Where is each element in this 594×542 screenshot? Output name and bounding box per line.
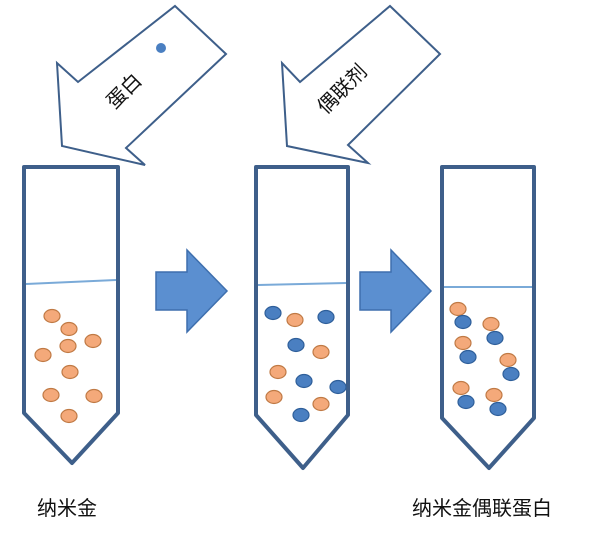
gold-particle <box>312 396 330 412</box>
gold-particle <box>265 389 283 405</box>
protein-particle <box>264 305 282 321</box>
transition-arrow-1 <box>155 248 229 334</box>
gold-particle <box>454 335 472 351</box>
gold-particle <box>499 352 517 368</box>
protein-particle <box>489 401 507 417</box>
gold-particle <box>84 333 102 349</box>
gold-particle <box>85 388 103 404</box>
tube-3 <box>440 165 536 470</box>
protein-particle <box>292 407 310 423</box>
transition-arrow-2 <box>359 248 433 334</box>
protein-particle <box>459 349 477 365</box>
gold-particle <box>482 316 500 332</box>
protein-particle <box>287 337 305 353</box>
input-arrow-protein: 蛋白 <box>55 4 228 166</box>
caption-nanogold: 纳米金 <box>37 496 97 520</box>
protein-dot-icon <box>156 43 166 53</box>
input-arrow-coupler: 偶联剂 <box>280 4 442 165</box>
protein-particle <box>295 373 313 389</box>
gold-particle <box>452 380 470 396</box>
gold-particle <box>59 338 77 354</box>
protein-particle <box>454 314 472 330</box>
tube-1-particles <box>34 308 103 424</box>
gold-particle <box>60 321 78 337</box>
input-arrow-shape-protein <box>55 4 228 166</box>
gold-particle <box>286 312 304 328</box>
gold-particle <box>61 364 79 380</box>
protein-particle <box>502 366 520 382</box>
input-arrow-shape-coupler <box>280 4 442 165</box>
tube-2 <box>254 165 350 470</box>
caption-nanogold-coupled-protein: 纳米金偶联蛋白 <box>412 496 552 520</box>
tube-3-particles <box>449 301 520 417</box>
gold-particle <box>42 387 60 403</box>
protein-particle <box>457 394 475 410</box>
gold-particle <box>34 347 52 363</box>
gold-particle <box>269 364 287 380</box>
gold-particle <box>449 301 467 317</box>
tube-2-liquid-line <box>257 282 347 286</box>
protein-particle <box>486 330 504 346</box>
protein-particle <box>317 309 335 325</box>
gold-particle <box>312 344 330 360</box>
gold-particle <box>485 387 503 403</box>
gold-particle <box>60 408 78 424</box>
gold-particle <box>43 308 61 324</box>
tube-2-particles <box>264 305 347 423</box>
protein-particle <box>329 379 347 395</box>
tube-1 <box>22 165 120 465</box>
tube-1-liquid-line <box>25 279 117 285</box>
